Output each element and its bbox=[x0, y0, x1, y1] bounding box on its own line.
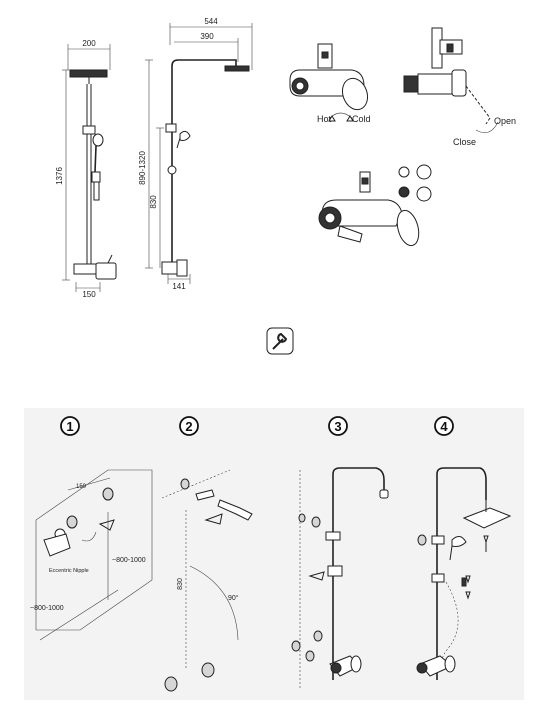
eccentric-nipple-label: Eccentric Nipple bbox=[49, 568, 89, 574]
hot-label: Hot bbox=[317, 114, 332, 124]
step2-dim-830: 830 bbox=[177, 578, 184, 590]
overhead-shower-front bbox=[224, 65, 250, 72]
step-4-number: 4 bbox=[440, 419, 448, 434]
step-4-drawing bbox=[416, 467, 512, 680]
dim-390: 390 bbox=[200, 32, 214, 41]
dim-141: 141 bbox=[172, 282, 186, 291]
mixer-open-close-drawing: Open Close bbox=[403, 27, 516, 147]
mixer-diverter-drawing bbox=[318, 164, 432, 247]
step-3-number: 3 bbox=[334, 419, 341, 434]
overhead-shower-side bbox=[69, 69, 108, 78]
overhead-shower-icon bbox=[416, 164, 432, 180]
step-2-number: 2 bbox=[185, 419, 192, 434]
step-1-number: 1 bbox=[66, 419, 73, 434]
dim-200: 200 bbox=[82, 39, 96, 48]
installation-steps-panel bbox=[24, 408, 524, 700]
step-3-drawing bbox=[291, 467, 389, 690]
open-label: Open bbox=[494, 116, 516, 126]
dim-830: 830 bbox=[149, 195, 158, 209]
step1-width-range: ~800-1000 bbox=[30, 605, 64, 612]
front-elevation-drawing: 544 390 890-1320 830 141 bbox=[138, 17, 253, 291]
step1-height-range: ~800-1000 bbox=[112, 557, 146, 564]
wrench-icon bbox=[266, 327, 294, 355]
step1-dim-150: 150 bbox=[76, 484, 87, 490]
step-numbers: 1 2 3 4 bbox=[60, 416, 454, 436]
cold-label: Cold bbox=[352, 114, 371, 124]
handshower-icon bbox=[398, 166, 410, 178]
mixer-hot-cold-drawing: Hot Cold bbox=[289, 43, 371, 124]
side-elevation-drawing: 200 1376 150 bbox=[55, 39, 117, 299]
dim-1376: 1376 bbox=[55, 167, 64, 185]
close-label: Close bbox=[453, 137, 476, 147]
step2-angle: 90° bbox=[228, 594, 239, 602]
step-1-drawing: 150 Eccentric Nipple ~800-1000 ~800-1000 bbox=[30, 469, 153, 641]
dim-890-1320: 890-1320 bbox=[138, 151, 147, 185]
dim-150: 150 bbox=[82, 290, 96, 299]
dim-544: 544 bbox=[204, 17, 218, 26]
step-2-drawing: 830 90° bbox=[161, 469, 253, 692]
